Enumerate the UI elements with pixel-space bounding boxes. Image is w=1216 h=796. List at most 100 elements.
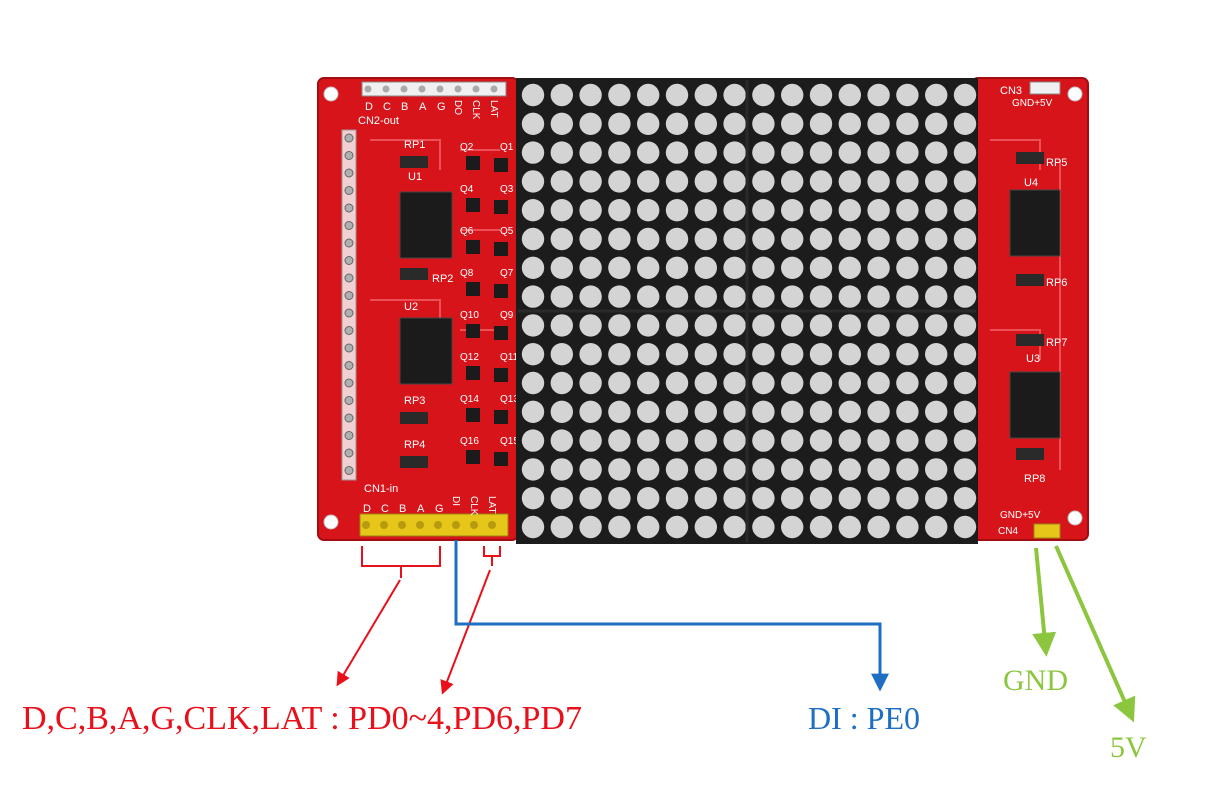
led-dot xyxy=(752,487,775,510)
led-dot xyxy=(694,170,717,193)
led-dot xyxy=(809,227,833,251)
cn2-pin-label: A xyxy=(419,101,427,113)
led-dot xyxy=(867,112,890,135)
led-dot xyxy=(723,487,746,510)
led-dot xyxy=(723,515,746,539)
led-dot xyxy=(925,227,948,251)
led-dot xyxy=(752,429,775,452)
part-label-u1: U1 xyxy=(408,171,422,183)
led-dot xyxy=(723,256,746,279)
pin-mapping-label: D,C,B,A,G,CLK,LAT : PD0~4,PD6,PD7 xyxy=(22,700,582,737)
transistor xyxy=(466,408,480,422)
transistor-label: Q15 xyxy=(500,436,519,447)
led-dot xyxy=(953,141,977,164)
transistor xyxy=(494,158,508,172)
part-label-rp5: RP5 xyxy=(1046,157,1067,169)
led-dot xyxy=(665,199,689,222)
led-dot xyxy=(665,141,689,164)
transistor-label: Q13 xyxy=(500,394,519,405)
led-dot xyxy=(925,371,948,395)
header-pin xyxy=(452,521,460,529)
led-dot xyxy=(953,400,977,423)
transistor xyxy=(466,240,480,254)
led-dot xyxy=(608,487,631,510)
cn1-pin-label: C xyxy=(381,503,389,515)
led-dot xyxy=(550,285,573,308)
transistor-label: Q16 xyxy=(460,436,479,447)
pin-hole xyxy=(344,221,354,230)
led-dot xyxy=(752,458,775,481)
led-dot xyxy=(867,429,890,452)
resistor-pack xyxy=(1016,448,1044,460)
led-dot xyxy=(896,400,919,423)
part-label-rp8: RP8 xyxy=(1024,473,1045,485)
led-dot xyxy=(809,487,833,510)
led-dot xyxy=(723,400,746,423)
led-dot xyxy=(637,141,660,164)
led-dot xyxy=(665,371,689,395)
led-dot xyxy=(608,285,631,308)
led-dot xyxy=(665,170,689,193)
led-dot xyxy=(838,343,861,366)
led-dot xyxy=(752,112,775,135)
led-dot xyxy=(809,199,833,222)
led-dot xyxy=(550,429,573,452)
led-dot xyxy=(925,256,948,279)
led-dot xyxy=(838,112,861,135)
led-dot xyxy=(579,227,602,251)
led-dot xyxy=(867,515,890,539)
led-dot xyxy=(521,458,545,481)
led-dot xyxy=(694,227,717,251)
part-label-u3: U3 xyxy=(1026,353,1040,365)
pin-hole xyxy=(344,448,354,458)
led-dot xyxy=(925,429,948,452)
led-dot xyxy=(694,429,717,452)
led-dot xyxy=(896,141,919,164)
led-dot xyxy=(723,343,746,366)
led-dot xyxy=(665,112,689,135)
led-dot xyxy=(608,371,631,395)
led-dot xyxy=(694,83,717,107)
led-dot xyxy=(781,429,804,452)
led-dot xyxy=(867,170,890,193)
pin-hole xyxy=(472,85,480,93)
led-dot xyxy=(953,285,977,308)
led-dot xyxy=(953,371,977,395)
led-dot xyxy=(925,199,948,222)
transistor-label: Q12 xyxy=(460,352,479,363)
led-dot xyxy=(608,112,631,135)
led-dot xyxy=(608,256,631,279)
led-dot xyxy=(637,343,660,366)
led-dot xyxy=(896,199,919,222)
led-dot xyxy=(925,141,948,164)
led-dot xyxy=(838,400,861,423)
cn1-pin-label: LAT xyxy=(486,496,497,514)
led-dot xyxy=(521,400,545,423)
led-dot xyxy=(550,343,573,366)
led-dot xyxy=(694,141,717,164)
pin-hole xyxy=(344,378,354,388)
led-dot xyxy=(867,371,890,395)
cn1-pin-label: G xyxy=(435,503,444,515)
transistor-label: Q1 xyxy=(500,142,514,153)
chip-u2 xyxy=(399,317,453,385)
pin-hole xyxy=(344,326,354,335)
led-dot xyxy=(925,515,948,539)
led-dot xyxy=(752,400,775,423)
led-dot xyxy=(925,487,948,510)
cn2-pin-label: LAT xyxy=(488,100,499,118)
part-label-rp7: RP7 xyxy=(1046,337,1067,349)
led-dot xyxy=(896,343,919,366)
led-dot xyxy=(867,199,890,222)
cn2-pin-label: C xyxy=(383,101,391,113)
arrow-gnd xyxy=(1032,547,1057,657)
led-dot xyxy=(723,112,746,135)
led-dot xyxy=(752,314,775,337)
cn2-name: CN2-out xyxy=(358,115,399,127)
led-dot xyxy=(521,227,545,251)
led-dot xyxy=(608,170,631,193)
led-dot xyxy=(521,112,545,135)
led-dot xyxy=(637,487,660,510)
